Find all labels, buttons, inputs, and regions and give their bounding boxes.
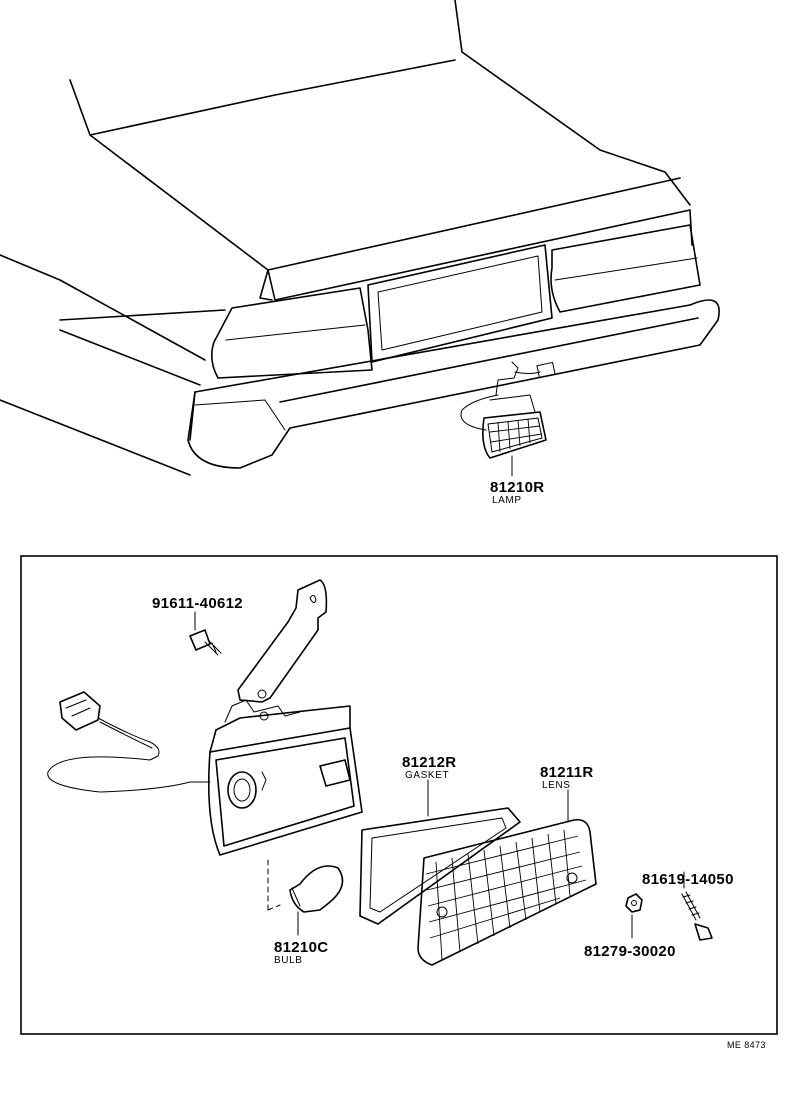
lens-screw-drawing — [681, 871, 713, 941]
lens-part-number: 81211R — [540, 764, 594, 781]
wiring-harness-drawing — [47, 691, 211, 793]
lens-screw-part-number: 81619-14050 — [642, 871, 734, 888]
lens-nut-part-number: 81279-30020 — [584, 943, 676, 960]
lamp-assembly-part-name: LAMP — [492, 495, 522, 506]
gasket-part-number: 81212R — [402, 754, 456, 771]
bracket-bolt-drawing — [189, 611, 222, 656]
bracket-bolt-part-number: 91611-40612 — [152, 595, 243, 612]
bulb-part-name: BULB — [274, 955, 303, 966]
bulb-part-number: 81210C — [274, 939, 328, 956]
lens-nut-drawing — [625, 893, 643, 939]
drawing-code: ME 8473 — [727, 1040, 766, 1050]
lens-part-name: LENS — [542, 780, 571, 791]
vehicle-rear-illustration — [0, 0, 720, 477]
mounting-bracket-drawing — [237, 579, 328, 703]
lens-drawing — [417, 789, 597, 966]
bulb-drawing — [267, 859, 344, 936]
gasket-part-name: GASKET — [405, 770, 449, 781]
lamp-housing-drawing — [207, 699, 363, 856]
exploded-view-frame — [20, 555, 778, 1035]
lamp-assembly-part-number: 81210R — [490, 479, 544, 496]
gasket-drawing — [359, 779, 521, 925]
